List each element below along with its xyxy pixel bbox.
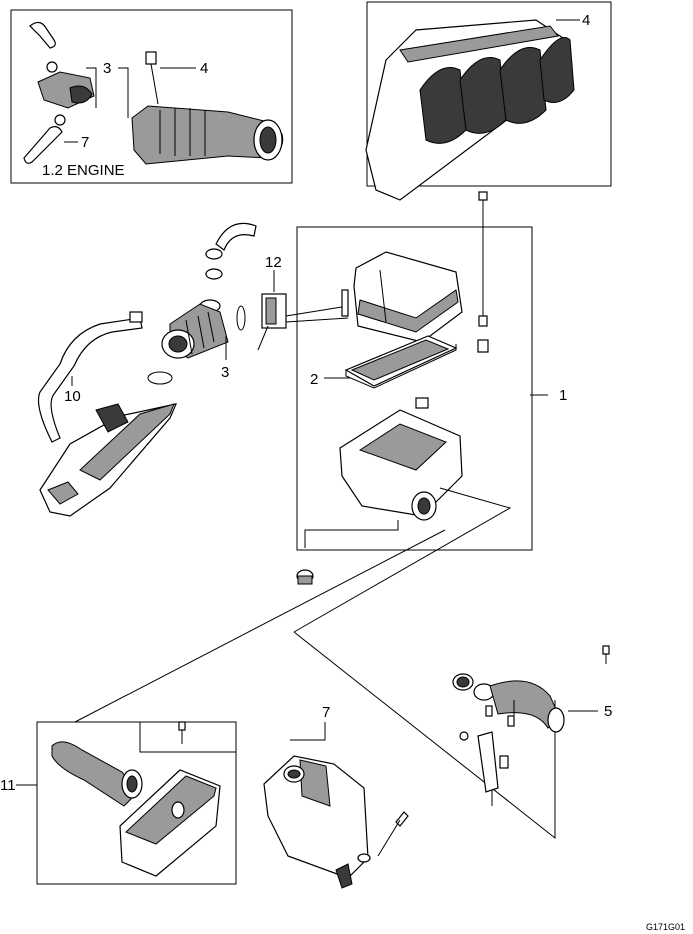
callout-11: 11 [0,777,16,794]
callout-5: 5 [604,703,612,720]
throttle-body-manifold [39,403,178,517]
air-cleaner-box [296,226,533,551]
inset-title: 1.2 ENGINE [42,162,125,179]
manifold-box [366,1,612,187]
bolt-top [478,191,488,327]
leader-inset-3a [86,67,97,108]
inset-box-1-2-engine [10,9,293,184]
part-11-resonator [51,721,221,877]
route-line-1 [74,529,446,723]
callout-3: 3 [221,364,229,381]
air-cleaner-cover [353,251,463,343]
leader-inset-3b [118,67,129,118]
figure-code: G171G01 [646,922,685,932]
grommet-bottom-base [297,575,313,585]
callout-2: 2 [310,371,318,388]
air-cleaner-housing [339,397,463,521]
duct-line-a [285,305,349,317]
part-11-bracket-line [75,721,236,753]
intake-manifold [365,19,575,201]
callout-4: 4 [582,12,590,29]
leader-housing [304,520,399,548]
part-5-duct [452,645,610,806]
sensor-12 [257,293,287,351]
breather-hose-upper [205,222,257,280]
leader-7-bracket [290,722,326,741]
grommet [477,339,489,353]
intake-hose-3 [161,299,229,359]
route-line-3 [293,631,556,840]
duct-line-b [285,317,349,323]
callout-12: 12 [265,254,282,271]
part-7-resonator [263,755,409,889]
route-line-2 [293,487,512,633]
callout-7: 7 [322,704,330,721]
callout-10: 10 [64,388,81,405]
inset-small-assembly [23,21,95,164]
air-filter-element [344,335,458,389]
callout-7-inset: 7 [81,134,89,151]
clamps [147,305,246,385]
callout-1: 1 [559,387,567,404]
duct-seal [341,289,349,317]
callout-3-inset: 3 [103,60,111,77]
inset-intake-hose [131,51,284,165]
callout-4-inset: 4 [200,60,208,77]
breather-hose-10 [37,311,143,443]
